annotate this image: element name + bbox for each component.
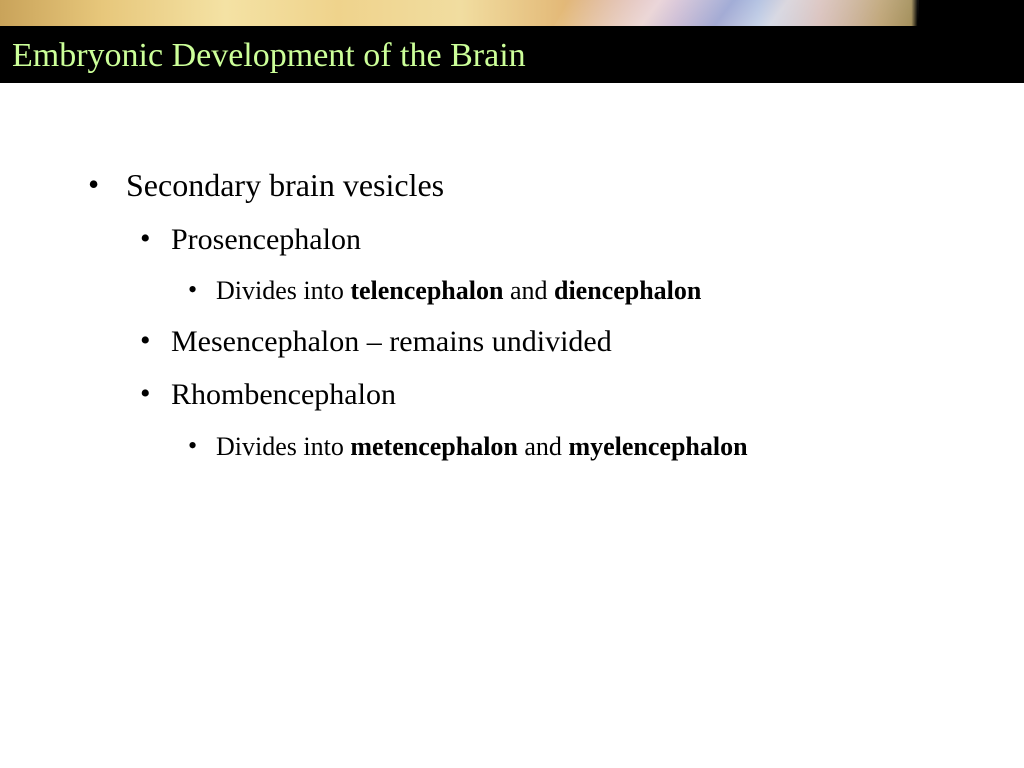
bullet-icon: • <box>140 377 151 410</box>
title-bar <box>0 26 1024 83</box>
bullet-icon: • <box>88 166 100 202</box>
term-telencephalon: telencephalon <box>350 276 504 305</box>
list-item-level-1: Secondary brain vesicles <box>126 167 445 203</box>
list-item-level-2: Mesencephalon – remains undivided <box>171 325 612 358</box>
term-myelencephalon: myelencephalon <box>568 432 748 461</box>
bullet-icon: • <box>140 324 151 357</box>
banner-edge <box>919 0 1024 26</box>
list-item-level-3: Divides into telencephalon and diencepha… <box>216 274 701 308</box>
list-item-level-3: Divides into metencephalon and myelencep… <box>216 430 748 464</box>
list-item-level-2: Rhombencephalon <box>171 378 396 411</box>
term-metencephalon: metencephalon <box>350 432 518 461</box>
item-connector: and <box>517 432 569 461</box>
slide-title: Embryonic Development of the Brain <box>12 37 526 74</box>
bullet-icon: • <box>188 431 198 460</box>
list-item-level-2: Prosencephalon <box>171 223 361 256</box>
bullet-icon: • <box>188 275 198 304</box>
item-prefix: Divides into <box>216 276 351 305</box>
decorative-banner <box>0 0 1024 26</box>
item-prefix: Divides into <box>216 432 351 461</box>
item-connector: and <box>503 276 554 305</box>
term-diencephalon: diencephalon <box>554 276 702 305</box>
bullet-icon: • <box>140 222 151 255</box>
